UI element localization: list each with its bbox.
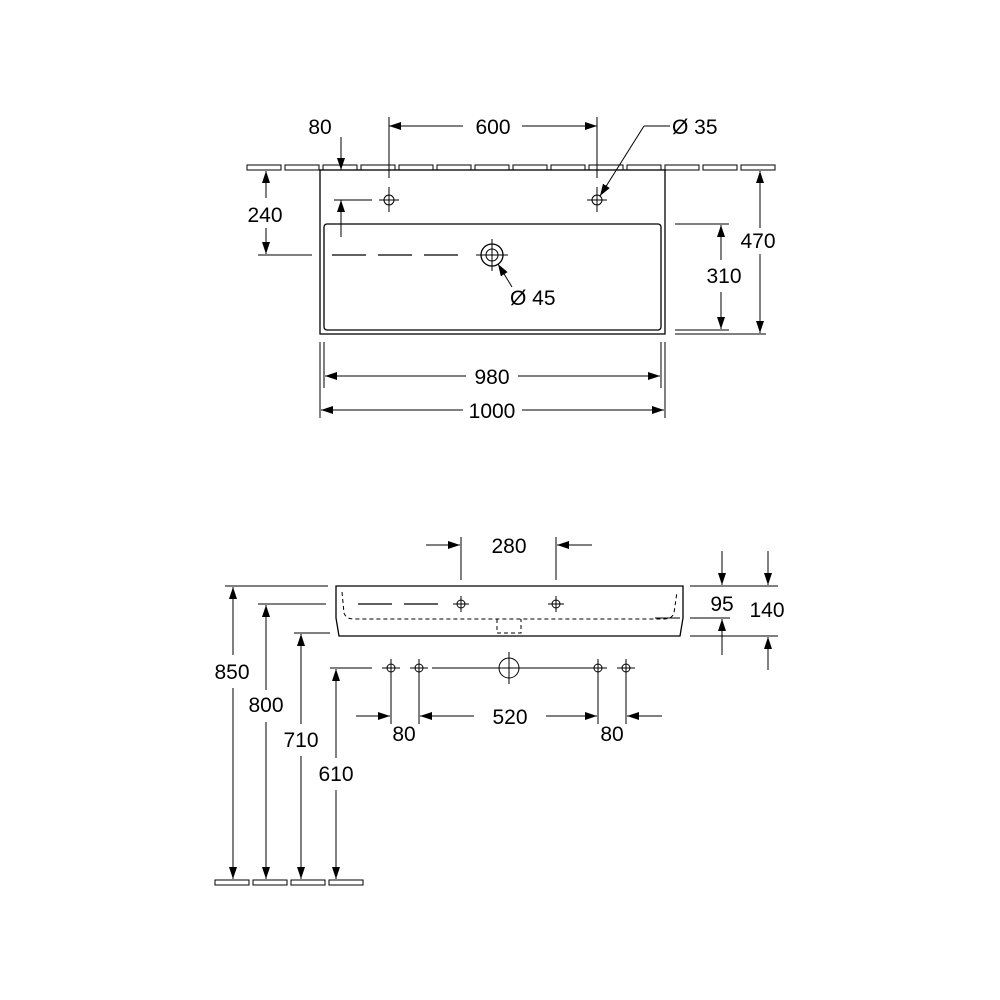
top-view: 600 80 Ø 35 240 470 310 Ø 45 <box>246 116 776 423</box>
dim-140-label: 140 <box>749 599 784 622</box>
front-tap-hole-right <box>548 596 564 612</box>
dim-710-label: 710 <box>283 729 318 752</box>
leader-arrow <box>497 263 513 288</box>
front-overflow-hidden <box>496 619 522 634</box>
dim-800-label: 800 <box>248 694 283 717</box>
dim-80-left-label: 80 <box>392 723 415 746</box>
bowl-outline <box>323 223 662 331</box>
drain-hole <box>476 239 508 271</box>
front-bowl-hidden <box>341 591 678 620</box>
dim-tap-hole-label: Ø 35 <box>672 116 718 139</box>
dim-80-label: 80 <box>308 116 331 139</box>
front-hole-4 <box>617 659 635 677</box>
dim-310-label: 310 <box>706 265 741 288</box>
front-tap-hole-left <box>453 596 469 612</box>
dim-95-label: 95 <box>710 593 733 616</box>
dim-600-label: 600 <box>475 116 510 139</box>
top-wall-strip <box>246 164 776 171</box>
floor-strip <box>214 879 364 886</box>
dim-980-label: 980 <box>474 366 509 389</box>
dim-280-label: 280 <box>491 535 526 558</box>
front-hole-center <box>493 652 525 684</box>
front-hole-1 <box>382 659 400 677</box>
dim-470-label: 470 <box>740 230 775 253</box>
dim-240-label: 240 <box>247 204 282 227</box>
dim-1000-label: 1000 <box>469 400 516 423</box>
front-hole-3 <box>589 659 607 677</box>
front-view: 280 95 140 850 800 <box>214 535 785 886</box>
dim-drain-hole-label: Ø 45 <box>510 287 556 310</box>
front-basin-outline <box>335 585 684 637</box>
basin-outline <box>319 169 666 335</box>
tap-hole-left <box>379 187 399 212</box>
dim-610-label: 610 <box>318 763 353 786</box>
tap-hole-right <box>587 187 607 212</box>
dim-520-label: 520 <box>492 706 527 729</box>
front-hole-2 <box>410 659 428 677</box>
dim-850-label: 850 <box>214 661 249 684</box>
dim-80-right-label: 80 <box>600 723 623 746</box>
leader-arrow <box>599 125 645 197</box>
